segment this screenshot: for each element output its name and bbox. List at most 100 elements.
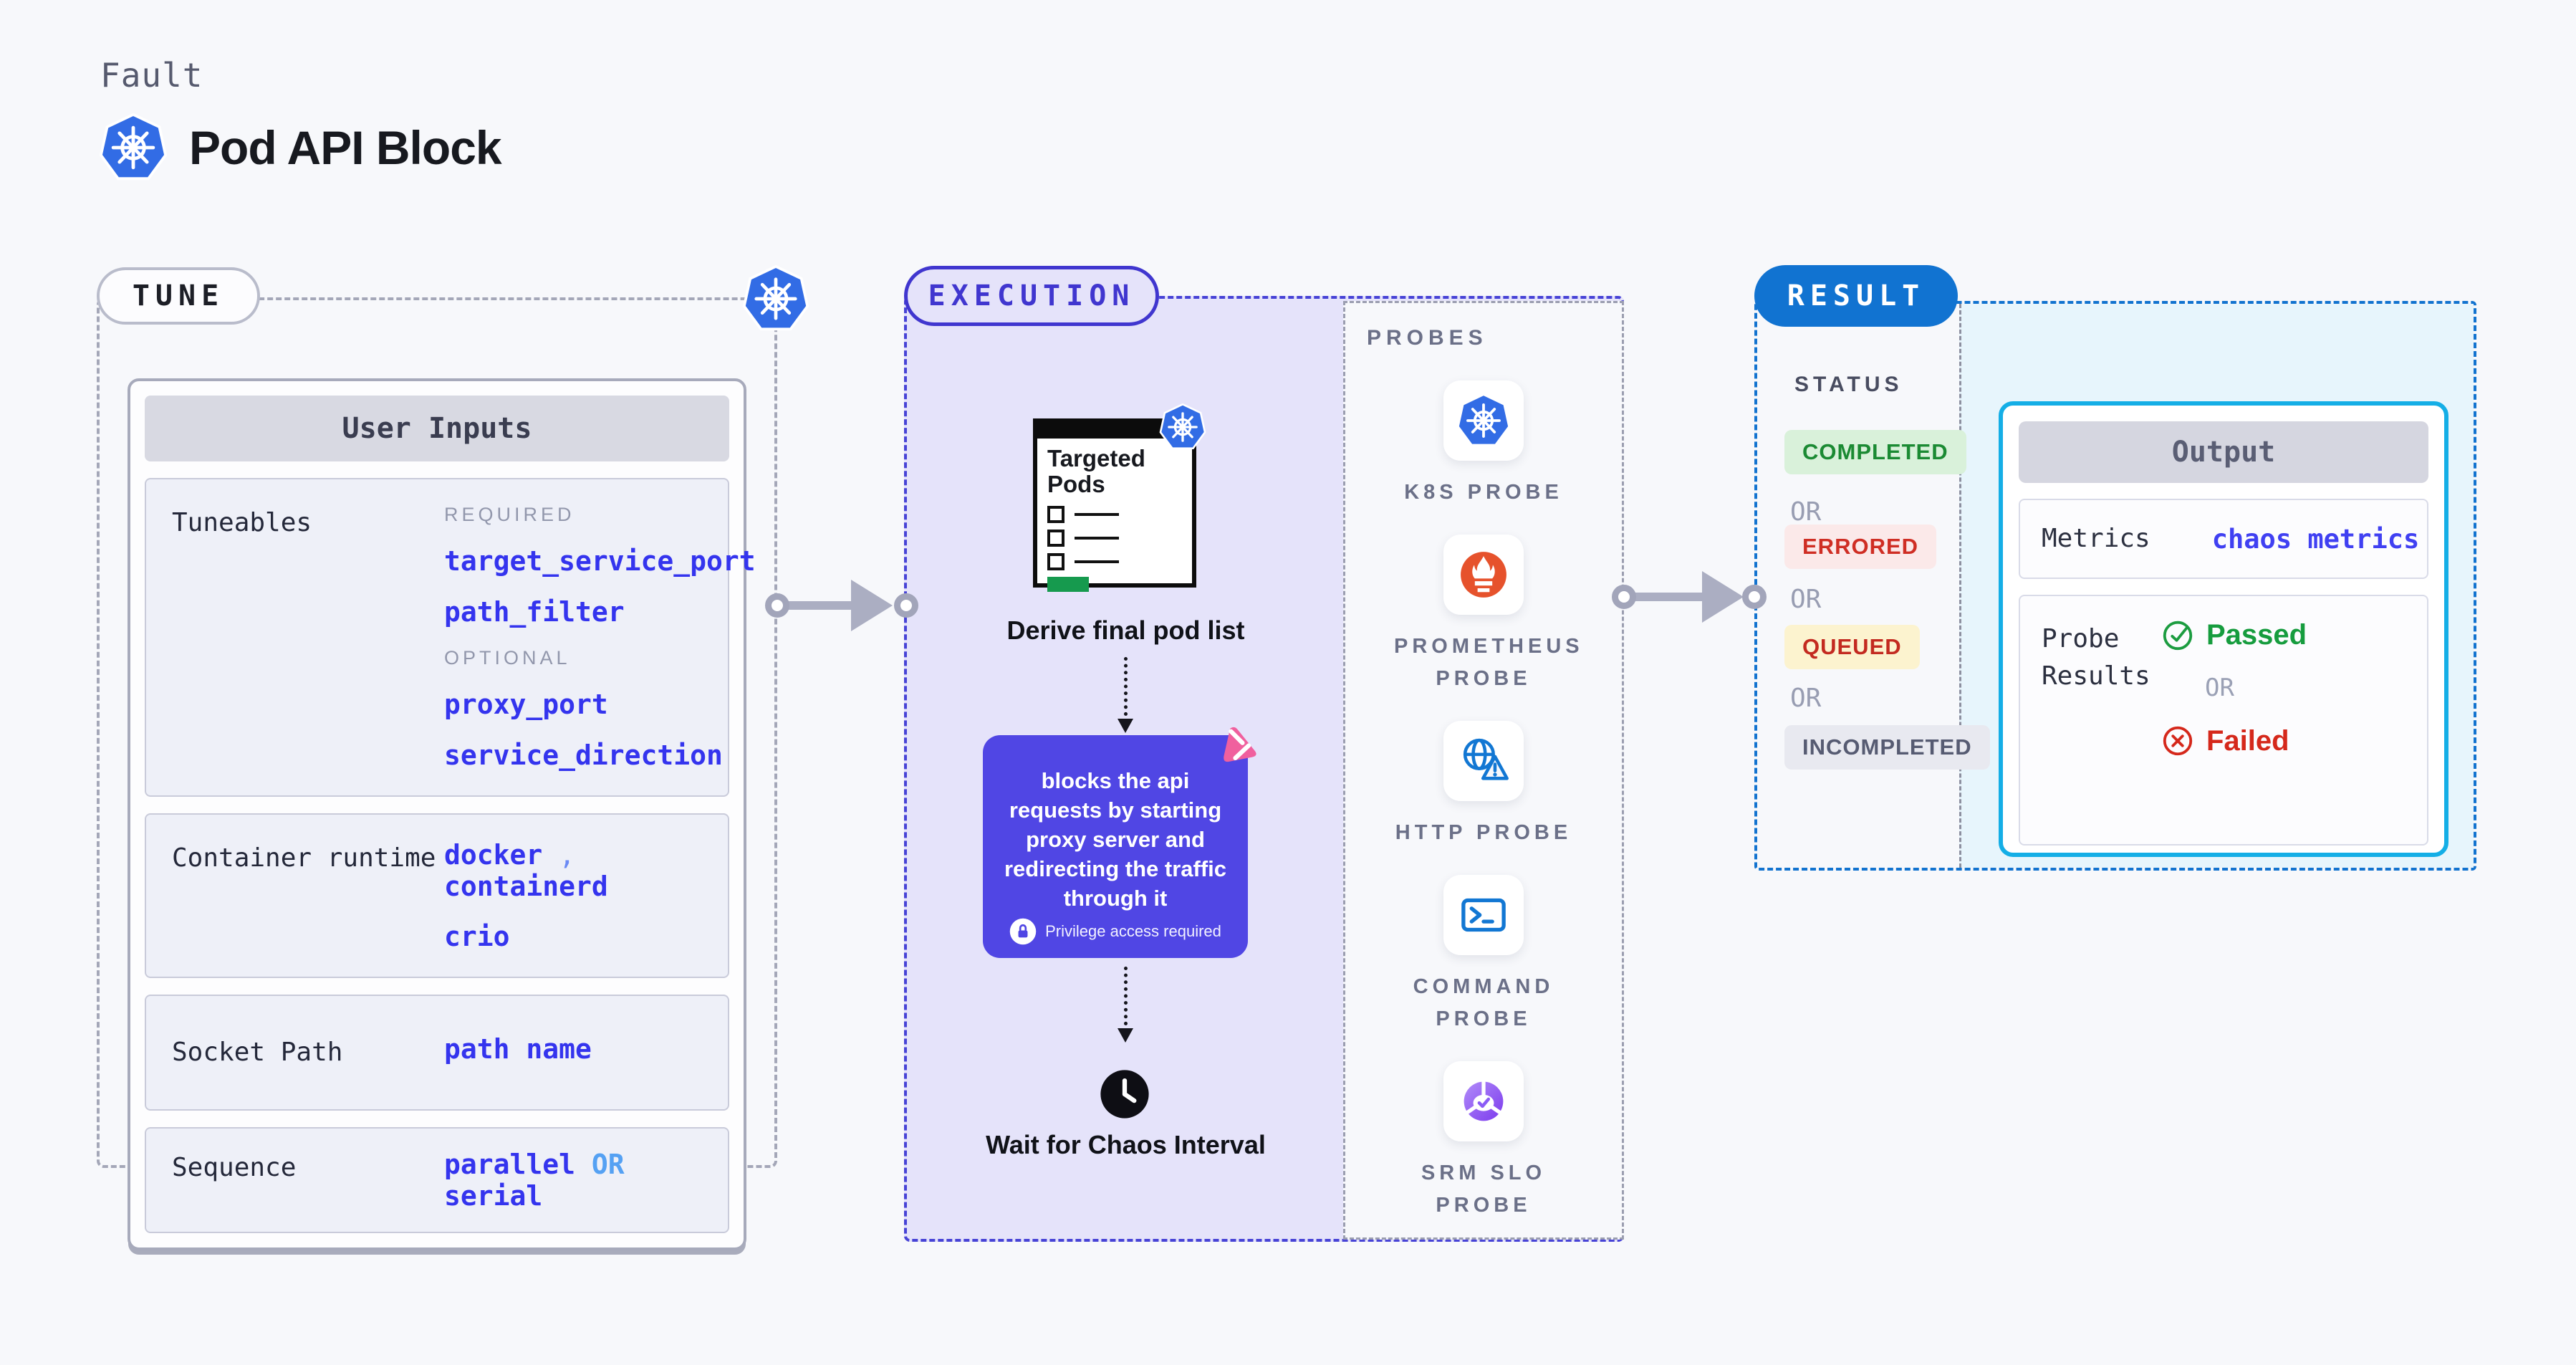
fault-action-box: blocks the api requests by starting prox… [983,735,1248,958]
probe-item: SRM SLO PROBE [1405,1060,1562,1222]
prometheus-icon [1461,552,1506,598]
required-label: REQUIRED [444,504,575,525]
fault-action-text: blocks the api requests by starting prox… [1004,768,1227,911]
probe-name: SRM SLO PROBE [1421,1161,1547,1217]
sequence-label: Sequence [172,1153,297,1182]
probe-item: K8S PROBE [1404,380,1563,509]
status-badge: COMPLETED [1784,430,1966,474]
probe-icon-card [1443,874,1524,955]
tuneables-values: REQUIRED target_service_port path_filter… [444,504,756,771]
user-inputs-header: User Inputs [145,396,729,461]
tuneables-row: Tuneables REQUIRED target_service_port p… [145,478,756,797]
comma-separator: , [559,839,576,871]
probe-icon-card [1443,534,1524,615]
execution-section: Targeted Pods Derive final pod list bloc… [904,296,1624,1242]
probe-icon-card [1443,720,1524,801]
window-titlebar [1037,423,1192,439]
tune-to-execution-connector [777,601,855,610]
http-globe-warning-icon [1456,734,1511,788]
socket-path-value: path name [444,1033,592,1065]
pod-list-item [1047,505,1182,523]
status-output-divider [1959,304,1961,868]
output-card: Output Metrics chaos metrics Probe Resul… [1999,401,2448,857]
checkbox-icon [1047,505,1064,523]
page-title-row: Pod API Block [99,113,502,182]
tuneable-value: path_filter [444,596,625,628]
probe-results-label: Probe Results [2042,624,2150,691]
execution-to-result-arrowhead [1702,571,1744,623]
probe-item: PROMETHEUS PROBE [1394,534,1580,695]
probe-name: K8S PROBE [1404,481,1563,504]
tuneable-value: service_direction [444,739,723,771]
runtime-value: containerd [444,871,608,902]
privilege-note-text: Privilege access required [1045,922,1221,940]
progress-bar [1047,576,1089,592]
execution-flow: Targeted Pods Derive final pod list bloc… [907,299,1345,1239]
or-keyword: OR [591,1149,625,1180]
result-badge: RESULT [1754,265,1958,327]
sequence-option: parallel [444,1149,576,1180]
pod-list-item [1047,552,1182,570]
flow-arrowhead [1118,719,1133,733]
status-badge: QUEUED [1784,625,1920,669]
tuneable-value: target_service_port [444,545,756,577]
probes-list: K8S PROBE PROMETHEUS PROBE HTTP PROBE CO… [1345,380,1622,1222]
container-runtime-label: Container runtime [172,843,436,873]
probes-panel-label: PROBES [1367,326,1488,350]
or-label: OR [1790,684,1822,713]
connector-endpoint [765,593,789,618]
x-circle-icon [2163,726,2193,756]
tune-badge: TUNE [97,267,260,325]
kubernetes-icon [1456,393,1511,447]
probe-name: HTTP PROBE [1395,820,1572,844]
slo-pie-check-icon [1456,1074,1511,1129]
pod-line [1075,560,1119,563]
targeted-pods-title: Targeted Pods [1047,445,1145,498]
or-label: OR [2205,674,2234,702]
status-label: STATUS [1794,373,1903,396]
connector-endpoint [894,593,918,618]
or-label: OR [1790,497,1822,527]
chaos-icon [1215,725,1259,770]
kubernetes-icon [99,113,168,182]
runtime-values-line: docker , containerd [444,839,728,902]
passed-line: Passed [2161,618,2307,652]
container-runtime-values: docker , containerd crio [444,839,728,952]
wait-chaos-interval-step: Wait for Chaos Interval [986,1130,1266,1159]
kubernetes-icon [742,265,809,332]
socket-path-label: Socket Path [172,1038,343,1067]
probe-results-row: Probe Results Passed OR Failed [2019,595,2428,846]
clock-icon [1100,1069,1150,1119]
execution-to-result-connector [1624,593,1710,601]
optional-label: OPTIONAL [444,647,571,669]
lock-icon [1009,918,1037,945]
probe-name: COMMAND PROBE [1413,974,1554,1030]
tuneable-value: proxy_port [444,689,608,720]
flow-connector [1124,967,1128,1025]
status-badge: INCOMPLETED [1784,725,1990,770]
runtime-value: docker [444,839,543,871]
fault-kicker: Fault [100,56,203,95]
connector-endpoint [1612,585,1636,609]
metrics-row: Metrics chaos metrics [2019,499,2428,579]
tune-to-execution-arrowhead [851,580,893,631]
execution-badge: EXECUTION [904,266,1159,326]
or-label: OR [1790,585,1822,614]
sequence-option: serial [444,1180,543,1212]
status-badge: ERRORED [1784,525,1937,569]
metrics-value: chaos metrics [2211,523,2420,555]
connector-endpoint [1742,585,1767,609]
checkbox-icon [1047,529,1064,547]
flow-connector [1124,657,1128,716]
pod-list-item [1047,529,1182,547]
failed-text: Failed [2206,724,2289,757]
failed-line: Failed [2161,724,2307,758]
probes-panel: PROBES K8S PROBE PROMETHEUS PROBE HTTP P… [1343,301,1624,1240]
sequence-value: parallel OR serial [444,1149,728,1212]
output-header: Output [2019,421,2428,483]
tuneables-label: Tuneables [172,508,312,537]
check-circle-icon [2163,621,2193,651]
privilege-note: Privilege access required [983,918,1248,945]
runtime-value: crio [444,921,510,952]
